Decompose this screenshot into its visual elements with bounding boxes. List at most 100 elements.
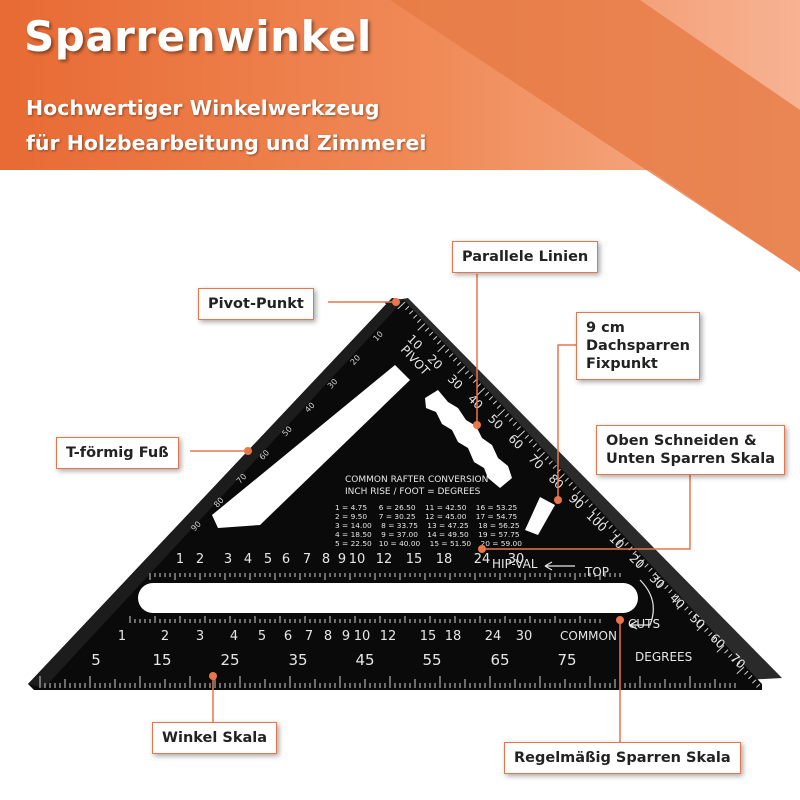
leader-dot bbox=[554, 496, 562, 504]
header-stripe bbox=[390, 0, 800, 272]
long-slot bbox=[138, 583, 638, 613]
hip-scale-label: 12 bbox=[376, 552, 393, 567]
table-title: COMMON RAFTER CONVERSION bbox=[345, 475, 488, 485]
hip-scale-label: 10 bbox=[349, 552, 366, 567]
tick-mark bbox=[512, 421, 518, 426]
tick-mark bbox=[684, 606, 689, 611]
leader-dot bbox=[244, 447, 252, 455]
tick-mark bbox=[608, 524, 613, 530]
tick-mark bbox=[517, 430, 526, 439]
tick-mark bbox=[692, 614, 697, 620]
tick-mark bbox=[536, 447, 541, 452]
subtitle-line-2: für Holzbearbeitung und Zimmerei bbox=[26, 131, 427, 155]
hip-arrow-icon bbox=[544, 561, 575, 571]
tick-mark bbox=[413, 314, 418, 319]
page-title: Sparrenwinkel bbox=[24, 12, 372, 61]
tick-mark bbox=[736, 666, 745, 675]
tick-mark bbox=[648, 567, 653, 572]
tick-mark bbox=[428, 331, 434, 336]
tick-mark bbox=[672, 593, 677, 598]
hip-scale-label: 8 bbox=[322, 552, 330, 567]
tick-mark bbox=[472, 378, 478, 384]
tick-mark bbox=[504, 413, 510, 418]
tick-mark bbox=[497, 408, 506, 417]
hip-scale-label: 3 bbox=[224, 552, 232, 567]
tick-mark bbox=[652, 572, 657, 577]
degree-scale-label: 35 bbox=[288, 651, 307, 669]
tick-mark bbox=[477, 387, 486, 396]
tick-mark bbox=[456, 361, 462, 366]
leader-fixpoint bbox=[557, 344, 576, 500]
tick-mark bbox=[397, 301, 406, 310]
tick-mark bbox=[624, 541, 629, 547]
tick-mark bbox=[409, 310, 414, 315]
tick-mark bbox=[448, 353, 454, 358]
hip-val-label: HIP-VAL bbox=[492, 557, 538, 571]
tick-mark bbox=[457, 366, 466, 374]
table-row: 1 = 4.75 6 = 26.50 11 = 42.50 16 = 53.25 bbox=[335, 503, 518, 512]
tick-mark bbox=[424, 327, 430, 332]
t-foot-rail bbox=[28, 298, 404, 688]
tick-mark bbox=[576, 490, 581, 495]
common-scale-label: 8 bbox=[324, 629, 332, 644]
tick-mark bbox=[576, 494, 585, 503]
tick-mark bbox=[544, 456, 549, 461]
tick-mark bbox=[748, 675, 753, 680]
degree-scale-label: 25 bbox=[220, 651, 239, 669]
tick-mark bbox=[596, 511, 601, 517]
tick-mark bbox=[668, 589, 673, 594]
tick-mark bbox=[464, 370, 470, 375]
tick-mark bbox=[437, 344, 446, 353]
common-scale-label: 30 bbox=[516, 629, 533, 644]
tick-mark bbox=[532, 443, 537, 448]
hip-scale-label: 1 bbox=[176, 552, 184, 567]
common-scale-label: 1 bbox=[118, 629, 126, 644]
left-cutout bbox=[212, 365, 410, 528]
tick-mark bbox=[716, 640, 721, 645]
tick-mark bbox=[696, 623, 705, 632]
tick-mark bbox=[612, 529, 617, 534]
hip-scale-label: 18 bbox=[436, 552, 453, 567]
tick-mark bbox=[537, 451, 545, 460]
tick-mark bbox=[676, 602, 685, 610]
tick-mark bbox=[636, 559, 645, 567]
common-scale-label: 3 bbox=[196, 629, 204, 644]
common-scale-label: 6 bbox=[284, 629, 292, 644]
tick-mark bbox=[696, 619, 701, 624]
tick-mark bbox=[632, 550, 637, 555]
hip-scale-label: 2 bbox=[196, 552, 204, 567]
common-scale-label: 4 bbox=[230, 629, 238, 644]
tick-mark bbox=[548, 460, 553, 465]
callout-pivot: Pivot-Punkt bbox=[198, 288, 314, 321]
tick-mark bbox=[444, 348, 450, 354]
degree-scale-label: 55 bbox=[422, 651, 441, 669]
hip-scale-label: 5 bbox=[264, 552, 272, 567]
common-scale-label: 2 bbox=[161, 629, 169, 644]
table-row: 4 = 18.50 9 = 37.00 14 = 49.50 19 = 57.7… bbox=[335, 530, 520, 539]
subtitle-line-1: Hochwertiger Winkelwerkzeug bbox=[26, 96, 380, 120]
hip-scale-label: 9 bbox=[338, 552, 346, 567]
degree-scale-label: 65 bbox=[490, 651, 509, 669]
table-subtitle: INCH RISE / FOOT = DEGREES bbox=[345, 487, 481, 497]
leader-dot bbox=[478, 545, 486, 553]
tick-mark bbox=[488, 396, 494, 401]
leader-dots bbox=[209, 298, 624, 680]
tick-mark bbox=[436, 340, 442, 345]
common-scale-label: 10 bbox=[354, 629, 371, 644]
tick-mark bbox=[732, 657, 737, 663]
leader-dot bbox=[392, 298, 400, 306]
hip-scale-label: 7 bbox=[303, 552, 311, 567]
tick-mark bbox=[712, 636, 717, 641]
tick-mark bbox=[752, 679, 757, 684]
tick-mark bbox=[704, 627, 709, 633]
tick-mark bbox=[492, 400, 498, 405]
tick-mark bbox=[417, 318, 422, 323]
tick-mark bbox=[728, 653, 733, 658]
degree-scale-label: 15 bbox=[152, 651, 171, 669]
tick-mark bbox=[636, 554, 641, 560]
tick-mark bbox=[596, 516, 605, 524]
common-scale-label: 7 bbox=[305, 629, 313, 644]
